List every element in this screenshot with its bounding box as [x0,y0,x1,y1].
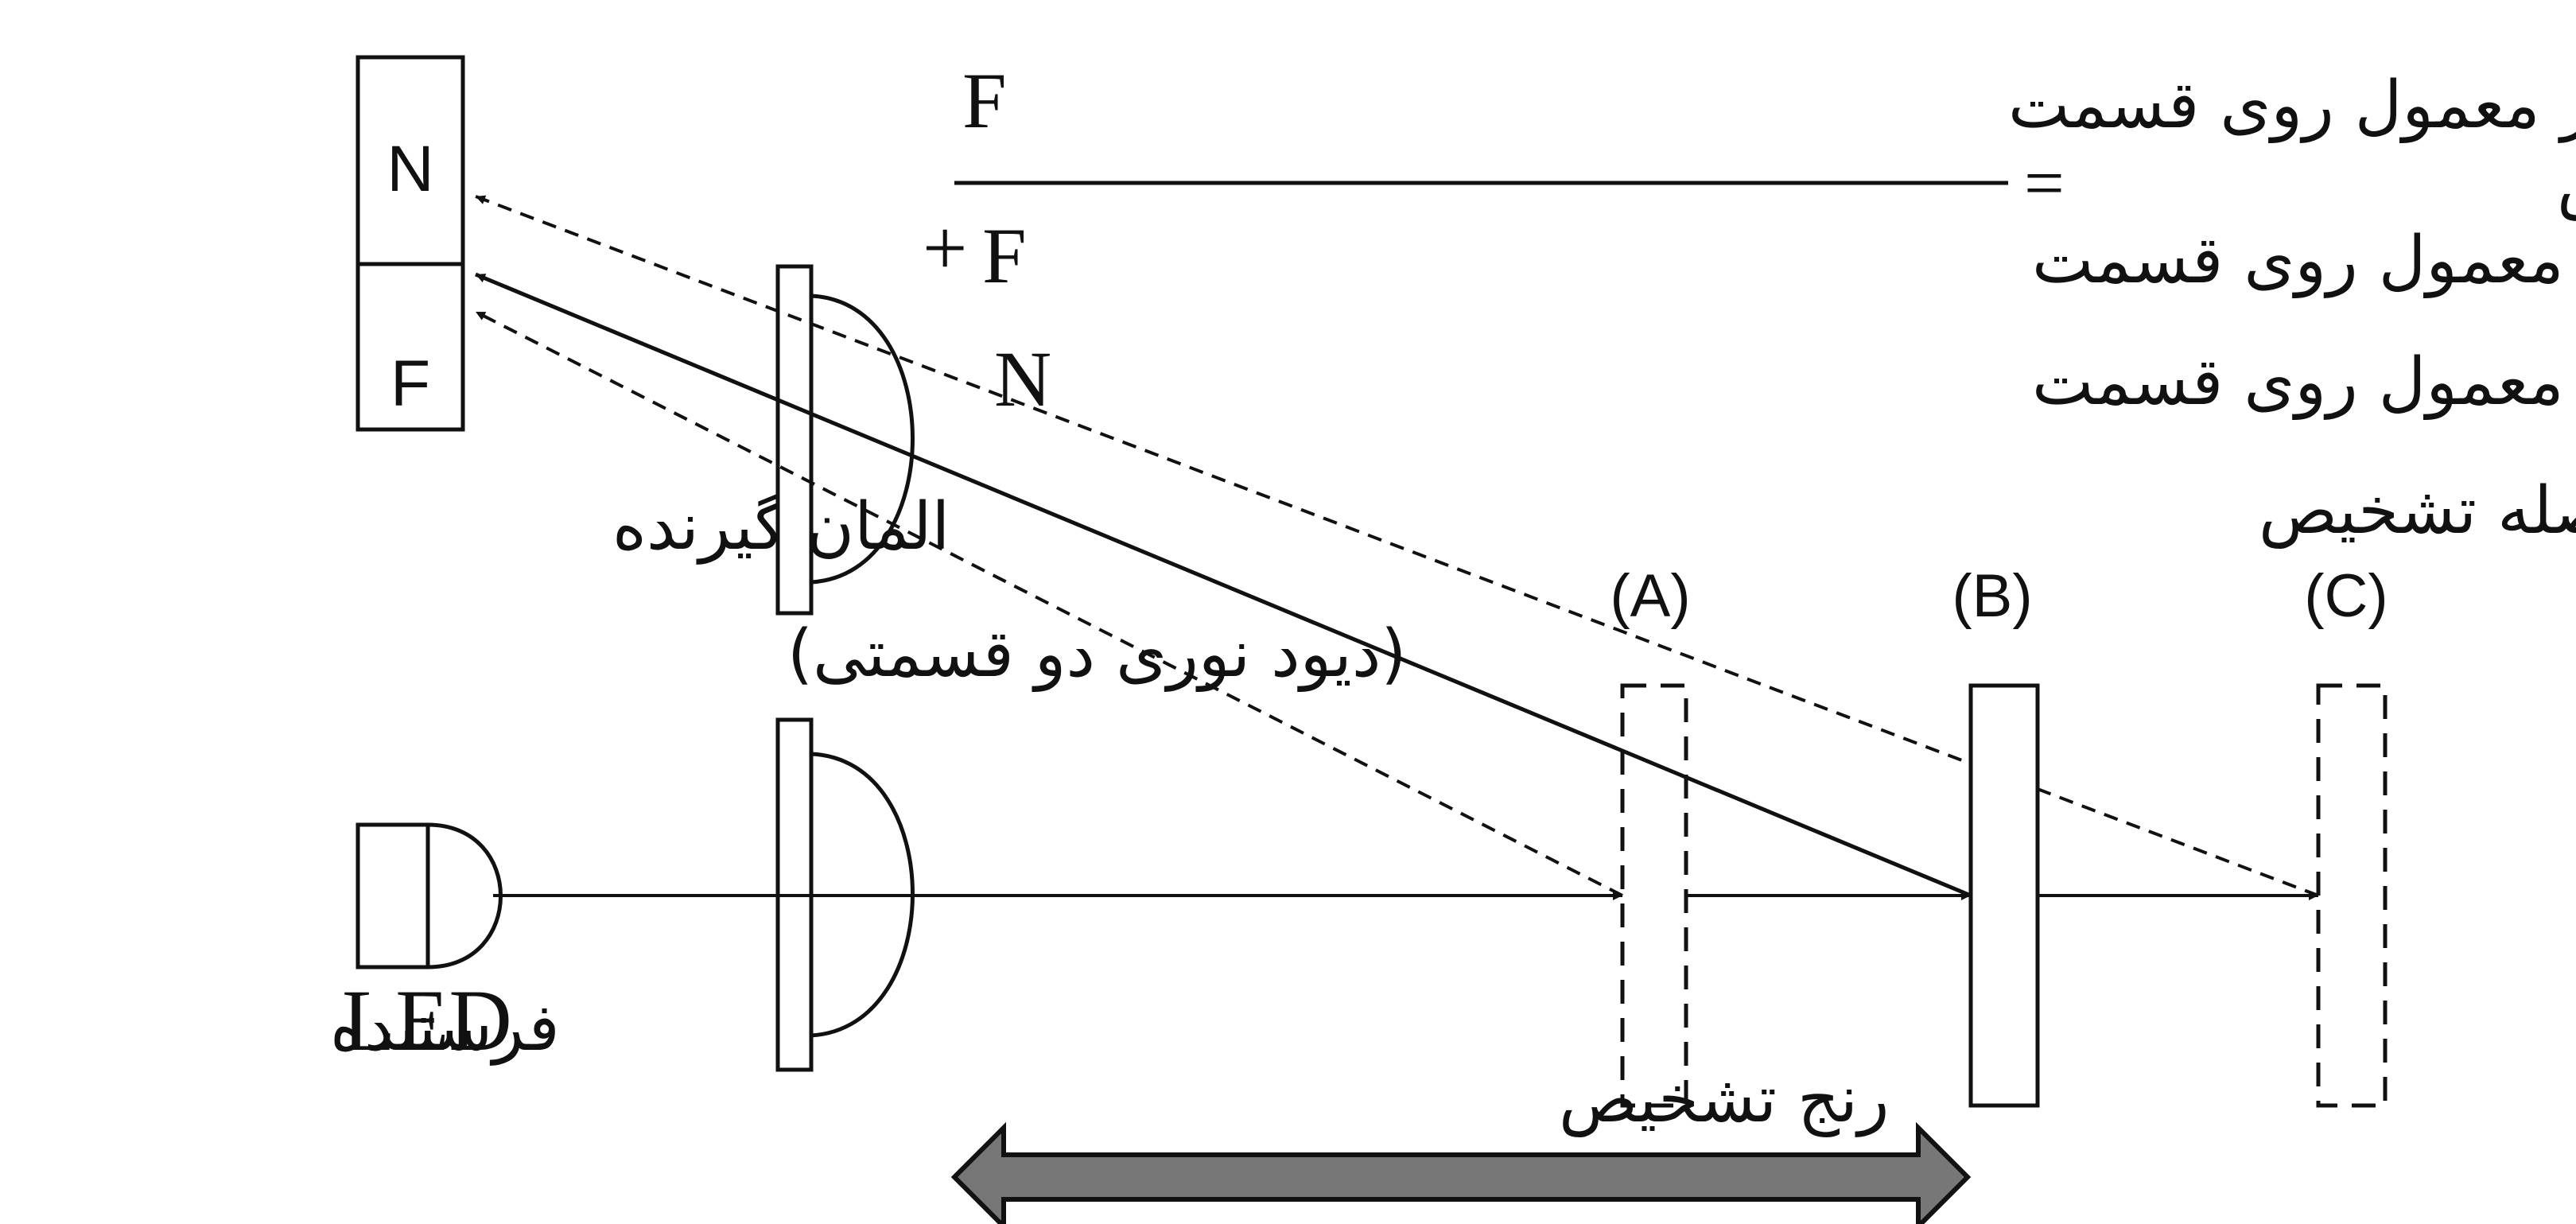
receiver-body [356,55,465,432]
position-c-label: (C) [2304,562,2388,630]
detection-distance-label: فاصله تشخیص [2259,473,2576,549]
receiver-photodiode: N F [356,55,465,432]
formula-numerator-text: مقدار نور معمول روی قسمت [2008,68,2576,143]
formula-numerator-symbol: F [962,56,1007,145]
formula-plus: + [923,204,967,292]
formula-denominator-line1-text: مقدار نور معمول روی قسمت [2032,223,2576,298]
led-emitter [356,822,503,969]
emitter-led-label: LED [342,972,512,1069]
formula-denominator-line1-symbol: F [982,212,1027,300]
detection-range-arrow [950,1121,1972,1224]
receiver-segment-n: N [387,133,433,205]
reflected-beam-b [475,272,1972,898]
target-b [1968,683,2040,1108]
formula-denominator-line2-symbol: N [994,335,1051,423]
receiver-sublabel: (دیود نوری دو قسمتی) [787,616,1406,692]
target-a [1620,683,1688,1108]
detection-range-label: رنج تشخیص [1559,1062,1890,1137]
formula-denominator-line2-text: مقدار نور معمول روی قسمت [2032,344,2576,420]
emitter-word-label: فرستنده [330,990,560,1066]
target-c [2316,683,2388,1108]
formula-equals: = [2024,144,2065,223]
reflected-beam-c [475,195,2319,897]
position-b-label: (B) [1952,562,2032,630]
position-a-label: (A) [1610,562,1690,630]
receiver-lens [775,264,915,616]
formula-lhs: هدف تشخیص [2557,146,2576,221]
formula: مقدار نور معمول روی قسمت F = هدف تشخیص +… [923,56,2576,423]
receiver-segment-f: F [390,348,430,420]
